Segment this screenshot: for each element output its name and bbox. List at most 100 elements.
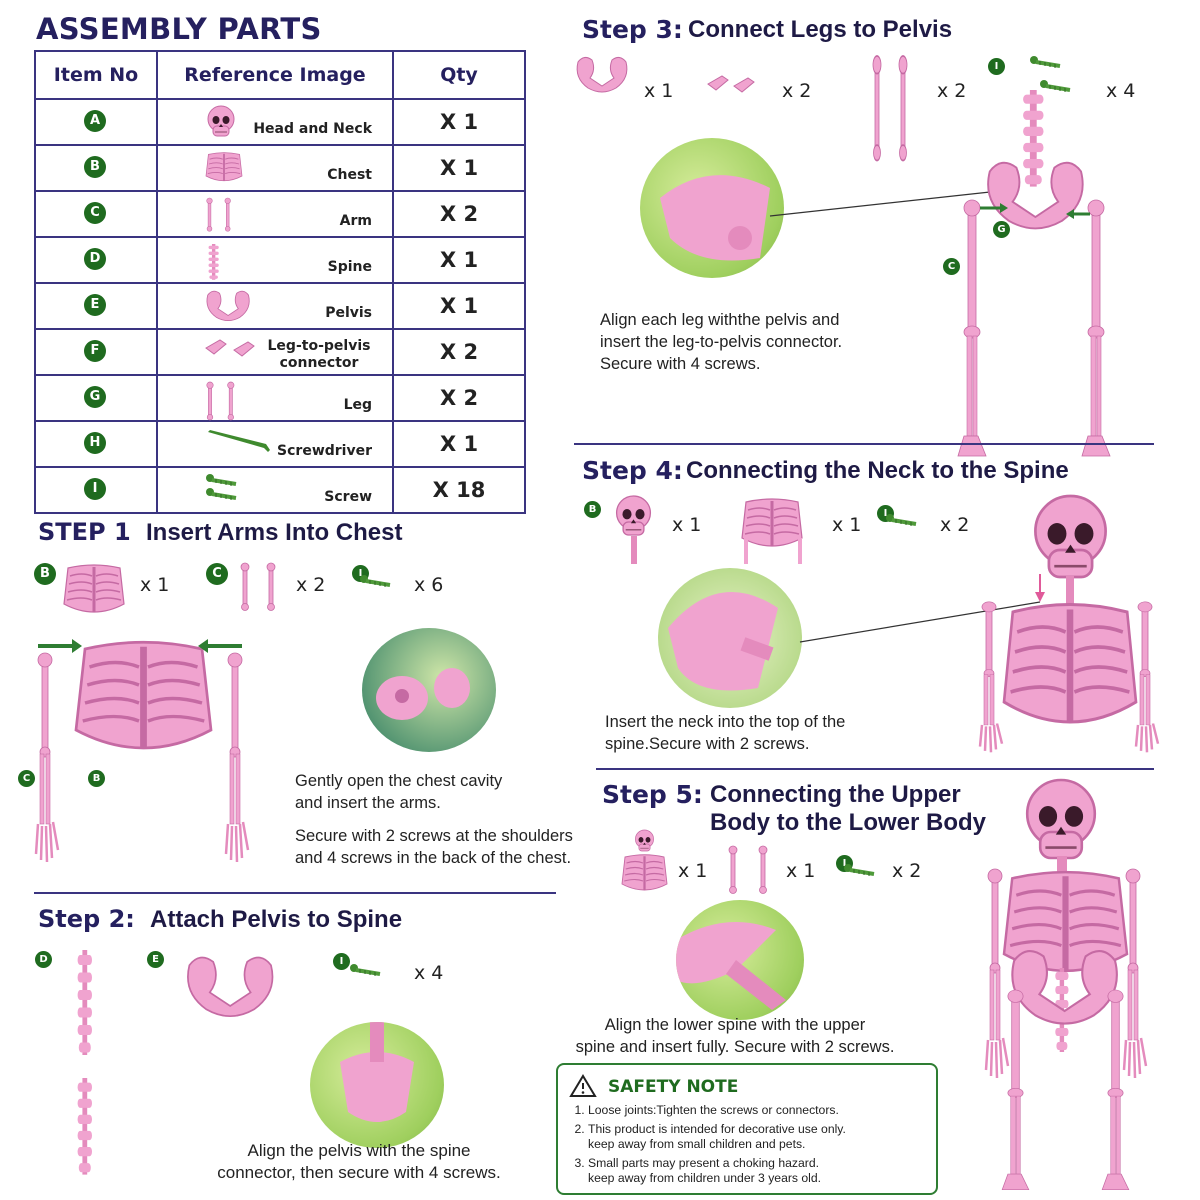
step5-upper-qty: x 1: [678, 860, 708, 882]
qty-cell: X 18: [392, 466, 526, 514]
step3-leg-thumbnail: [872, 55, 908, 162]
step3-part-badge-i: I: [988, 58, 1005, 75]
step3-leader-line: [769, 191, 991, 217]
step4-label: Step 4:: [582, 456, 683, 485]
step3-label: Step 3:: [582, 15, 683, 44]
step3-callout-g: G: [993, 221, 1010, 238]
reference-image-cell: Head and Neck: [156, 98, 394, 146]
step1-screw-qty: x 6: [414, 574, 444, 596]
item-badge: C: [84, 202, 106, 224]
step3-pelvis-qty: x 1: [644, 80, 674, 102]
item-badge: I: [84, 478, 106, 500]
reference-image-cell: Chest: [156, 144, 394, 192]
part-name: Spine: [327, 259, 372, 275]
item-badge: E: [84, 294, 106, 316]
leg-to-pelvis-connector-thumbnail: [205, 336, 270, 367]
step4-title: Connecting the Neck to the Spine: [686, 457, 1069, 484]
step3-desc: Align each leg withthe pelvis and insert…: [600, 309, 842, 375]
step3-title: Connect Legs to Pelvis: [688, 16, 953, 43]
step1-illustration: [34, 636, 250, 864]
header-qty: Qty: [392, 50, 526, 100]
step1-part-badge-c: C: [206, 563, 228, 585]
qty-cell: X 1: [392, 144, 526, 192]
safety-item: Loose joints:Tighten the screws or conne…: [588, 1103, 928, 1118]
safety-item-line: keep away from children under 3 years ol…: [588, 1171, 822, 1185]
step2-part-badge-e: E: [147, 951, 164, 968]
part-name: Chest: [327, 167, 372, 183]
part-name: Leg: [343, 397, 372, 413]
qty-cell: X 2: [392, 328, 526, 376]
step1-zoom-detail: [362, 628, 496, 752]
step5-full-skeleton-illustration: [984, 778, 1148, 1191]
parts-row-screw: I Screw X 18: [34, 466, 526, 514]
step1-arm-thumbnail: [240, 562, 276, 611]
step3-callout-c: C: [943, 258, 960, 275]
item-no-cell: G: [34, 374, 158, 422]
screw-thumbnail: [204, 472, 246, 509]
step2-screw-thumbnail: [348, 962, 382, 978]
step1-callout-b: B: [88, 770, 105, 787]
item-badge: A: [84, 110, 106, 132]
reference-image-cell: Pelvis: [156, 282, 394, 330]
part-name: Screwdriver: [277, 443, 372, 459]
safety-note-box: SAFETY NOTE Loose joints:Tighten the scr…: [556, 1063, 938, 1195]
step1-desc-1: Gently open the chest cavity and insert …: [295, 770, 502, 814]
safety-item-line: keep away from small children and pets.: [588, 1137, 806, 1151]
step4-chest-qty: x 1: [832, 514, 862, 536]
step2-pelvis-thumbnail: [187, 956, 274, 1018]
parts-row-head-and-neck: A Head and Neck X 1: [34, 98, 526, 146]
step2-label: Step 2:: [38, 905, 135, 933]
item-no-cell: E: [34, 282, 158, 330]
parts-title: ASSEMBLY PARTS: [36, 12, 322, 46]
header-reference-image: Reference Image: [156, 50, 394, 100]
step2-part-badge-i: I: [333, 953, 350, 970]
step5-desc-line-1: Align the lower spine with the upper: [604, 1016, 866, 1034]
item-no-cell: D: [34, 236, 158, 284]
part-name: Head and Neck: [253, 121, 372, 137]
step1-arm-qty: x 2: [296, 574, 326, 596]
step5-screw-thumbnail: [842, 862, 876, 878]
arm-thumbnail: [206, 197, 242, 237]
step2-spine-illustration: [77, 950, 92, 1175]
qty-cell: X 1: [392, 98, 526, 146]
screwdriver-thumbnail: [206, 428, 278, 457]
reference-image-cell: Screwdriver: [156, 420, 394, 468]
qty-cell: X 2: [392, 374, 526, 422]
divider-step1: [34, 892, 556, 894]
step4-chest-thumbnail: [740, 497, 804, 564]
step3-connector-qty: x 2: [782, 80, 812, 102]
step4-illustration: [978, 494, 1160, 754]
step1-label: STEP 1: [38, 518, 131, 546]
qty-cell: X 1: [392, 236, 526, 284]
head-and-neck-thumbnail: [206, 105, 236, 145]
step3-pelvis-thumbnail: [576, 56, 628, 93]
safety-item-line: Loose joints:Tighten the screws or conne…: [588, 1103, 839, 1117]
step1-desc-1-line-1: Gently open the chest cavity: [295, 772, 503, 790]
reference-image-cell: Leg: [156, 374, 394, 422]
safety-list: Loose joints:Tighten the screws or conne…: [558, 1103, 928, 1186]
step4-skull-thumbnail: [615, 495, 652, 564]
step5-label: Step 5:: [602, 780, 703, 809]
reference-image-cell: Arm: [156, 190, 394, 238]
item-no-cell: I: [34, 466, 158, 514]
part-name: Screw: [324, 489, 372, 505]
step2-screw-qty: x 4: [414, 962, 444, 984]
arrow-left-icon: [198, 639, 242, 653]
step5-title: Connecting the Upper Body to the Lower B…: [710, 781, 986, 837]
pelvis-thumbnail: [206, 290, 252, 329]
step4-leader-line: [799, 601, 1041, 643]
step4-desc-line-1: Insert the neck into the top of the: [605, 713, 846, 731]
step1-part-badge-b: B: [34, 563, 56, 585]
safety-item-line: This product is intended for decorative …: [588, 1122, 846, 1136]
step2-desc-line-1: Align the pelvis with the spine: [247, 1141, 471, 1160]
item-badge: G: [84, 386, 106, 408]
safety-title: SAFETY NOTE: [608, 1077, 739, 1097]
step5-upper-body-thumbnail: [620, 829, 669, 892]
item-no-cell: B: [34, 144, 158, 192]
safety-item: Small parts may present a choking hazard…: [588, 1156, 928, 1186]
part-name: Leg-to-pelvis connector: [267, 338, 371, 371]
item-no-cell: C: [34, 190, 158, 238]
